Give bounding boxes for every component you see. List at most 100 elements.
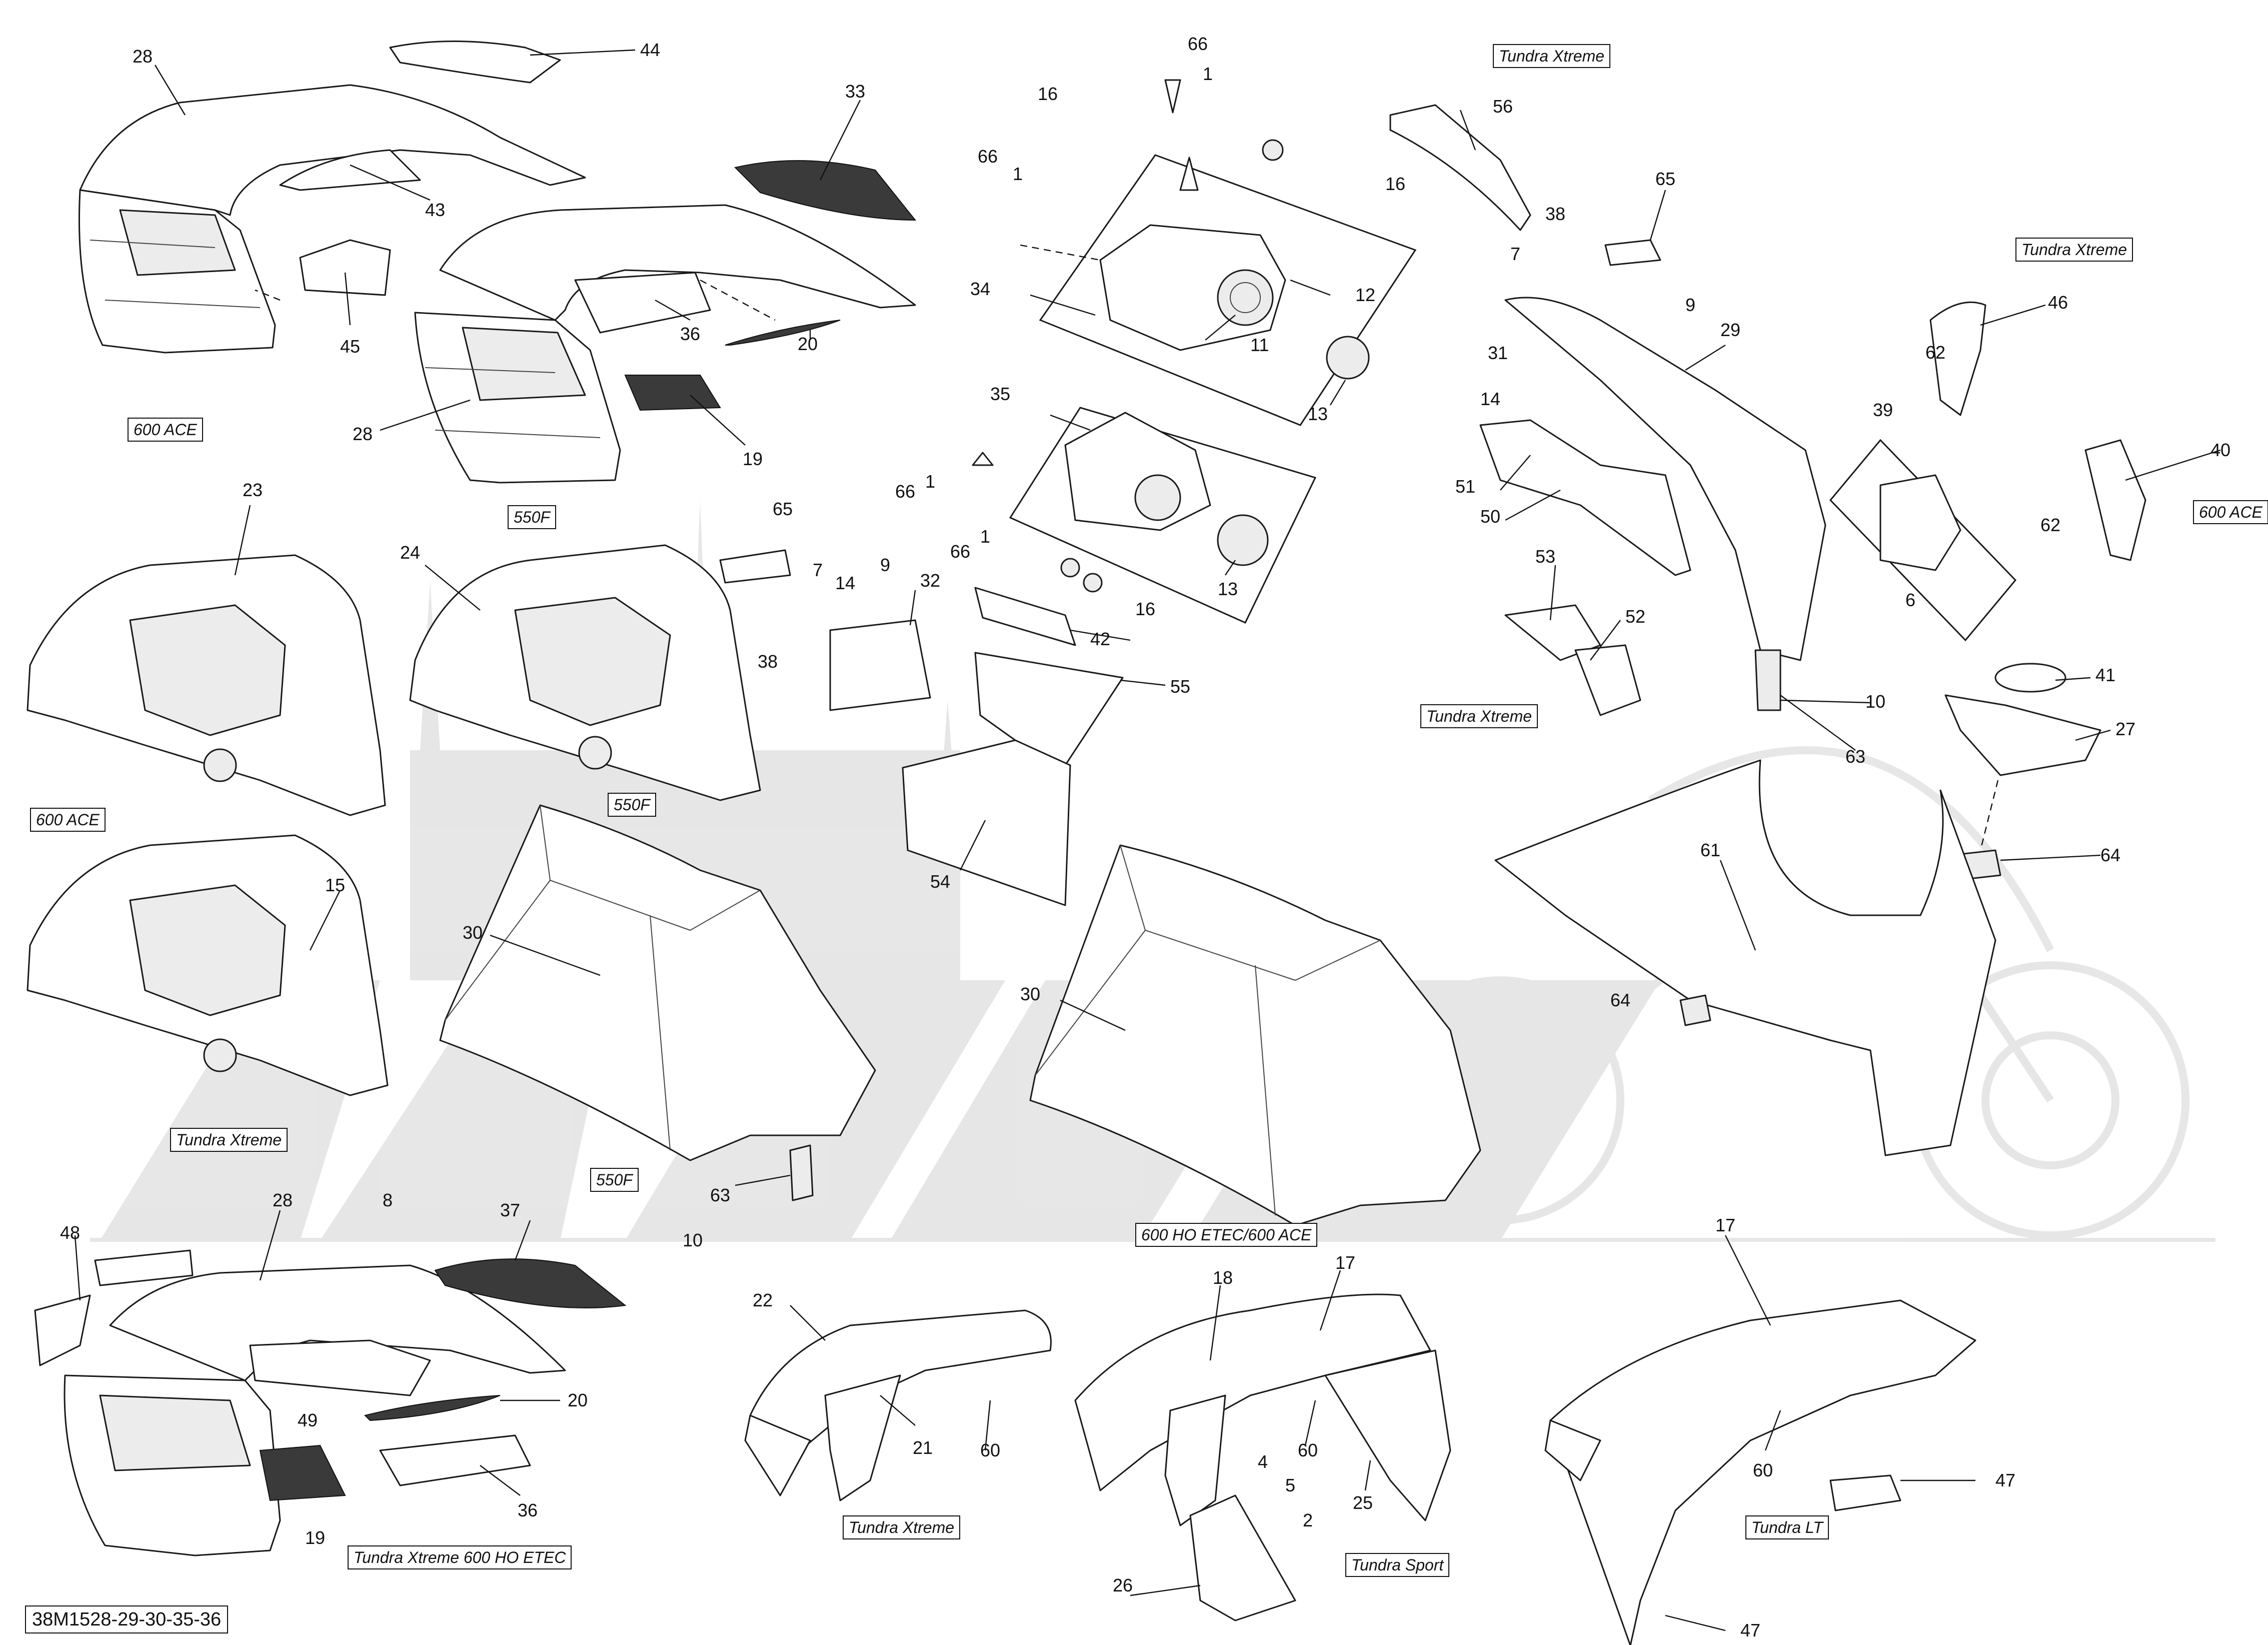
callout-22: 22 <box>753 1290 773 1310</box>
callout-1: 1 <box>1203 64 1213 84</box>
callout-62: 62 <box>1925 342 1945 363</box>
callout-60: 60 <box>980 1440 1000 1460</box>
model-label-tundra-xtreme-top: Tundra Xtreme <box>1493 44 1611 68</box>
callout-36: 36 <box>680 324 700 344</box>
callout-30: 30 <box>1020 984 1040 1004</box>
callout-14: 14 <box>1480 389 1500 409</box>
side-panel-lt <box>1544 1299 1976 1645</box>
part-44 <box>389 41 561 84</box>
model-label-tundra-xtreme-right: Tundra Xtreme <box>2015 238 2133 262</box>
callout-10: 10 <box>683 1230 703 1250</box>
part-19 <box>259 1444 346 1501</box>
callout-41: 41 <box>2095 665 2115 685</box>
callout-39: 39 <box>1873 400 1893 420</box>
part-65 <box>1604 239 1661 266</box>
part-36 <box>574 272 711 334</box>
part-50 <box>1479 419 1691 576</box>
part-20 <box>364 1395 501 1421</box>
callout-21: 21 <box>913 1437 933 1458</box>
callout-31: 31 <box>1488 343 1508 363</box>
part-54 <box>902 739 1071 906</box>
callout-1: 1 <box>1013 164 1023 184</box>
model-label-550f-hood: 550F <box>508 505 556 529</box>
part-56 <box>1389 104 1531 231</box>
model-label-550f-console: 550F <box>608 793 656 817</box>
model-label-600-ho-etec-windshield: 600 HO ETEC/600 ACE <box>1135 1223 1318 1247</box>
callout-66: 66 <box>978 146 998 167</box>
part-39 <box>1879 474 1961 571</box>
callout-66: 66 <box>895 481 915 502</box>
callout-60: 60 <box>1298 1440 1318 1460</box>
part-27 <box>1944 694 2101 776</box>
callout-17: 17 <box>1335 1252 1355 1273</box>
callout-65: 65 <box>773 499 793 519</box>
model-label-tundra-xtreme-side: Tundra Xtreme <box>843 1515 961 1539</box>
callout-36: 36 <box>518 1500 538 1520</box>
headlight-group-34 <box>1039 79 1417 426</box>
part-36 <box>379 1434 531 1486</box>
part-20 <box>725 320 841 346</box>
callout-13: 13 <box>1218 579 1238 599</box>
callout-10: 10 <box>1865 691 1885 712</box>
callout-32: 32 <box>920 570 940 591</box>
callout-64: 64 <box>2100 845 2120 865</box>
callout-20: 20 <box>568 1390 588 1410</box>
callout-37: 37 <box>500 1200 520 1220</box>
part-63 <box>1754 649 1781 711</box>
part-48 <box>94 1249 194 1286</box>
part-40 <box>2084 439 2146 561</box>
callout-4: 4 <box>1258 1451 1268 1472</box>
part-53 <box>1504 604 1601 661</box>
callout-38: 38 <box>758 651 778 672</box>
callout-60: 60 <box>1753 1460 1773 1480</box>
callout-56: 56 <box>1493 96 1513 117</box>
callout-24: 24 <box>400 542 420 563</box>
part-52 <box>1574 644 1641 716</box>
callout-54: 54 <box>930 871 950 892</box>
windshield-600 <box>1029 844 1481 1226</box>
callout-43: 43 <box>425 200 445 220</box>
model-label-tundra-xtreme-console-15: Tundra Xtreme <box>170 1128 288 1152</box>
callout-9: 9 <box>880 555 890 575</box>
callout-66: 66 <box>1188 34 1208 54</box>
callouts: 28 44 43 45 33 36 20 28 19 66 1 16 66 1 … <box>60 34 2230 1640</box>
callout-49: 49 <box>298 1410 318 1430</box>
callout-13: 13 <box>1308 404 1328 424</box>
callout-2: 2 <box>1303 1510 1313 1530</box>
callout-47: 47 <box>1995 1470 2015 1490</box>
model-label-550f-windshield: 550F <box>590 1168 639 1192</box>
callout-25: 25 <box>1353 1492 1373 1513</box>
part-64b <box>1679 994 1711 1026</box>
part-32 <box>829 619 931 711</box>
callout-26: 26 <box>1113 1575 1133 1595</box>
callout-8: 8 <box>383 1190 393 1210</box>
console-group-15 <box>27 834 389 1096</box>
callout-55: 55 <box>1170 676 1190 697</box>
part-49 <box>249 1339 431 1396</box>
callout-16: 16 <box>1038 84 1058 104</box>
console-group-23 <box>27 554 386 816</box>
part-37 <box>434 1258 627 1308</box>
callout-42: 42 <box>1090 629 1110 649</box>
part-45 <box>299 239 391 296</box>
callout-53: 53 <box>1535 546 1555 567</box>
callout-28: 28 <box>353 424 373 444</box>
callout-12: 12 <box>1355 285 1375 305</box>
headlight-group-35 <box>972 407 1317 624</box>
model-label-tundra-xtreme-600-ho-etec: Tundra Xtreme 600 HO ETEC <box>348 1545 572 1569</box>
model-label-600-ace-right: 600 ACE <box>2193 500 2268 524</box>
callout-62: 62 <box>2040 515 2060 535</box>
callout-48: 48 <box>60 1222 80 1243</box>
callout-6: 6 <box>1905 590 1915 610</box>
callout-28: 28 <box>133 46 153 67</box>
model-label-600-ace-console: 600 ACE <box>30 808 106 832</box>
callout-14: 14 <box>835 573 855 593</box>
part-41 <box>1994 663 2066 693</box>
right-console-group <box>1389 104 2146 1156</box>
callout-7: 7 <box>1510 244 1520 264</box>
hood-assembly-xtreme-600 <box>34 1249 627 1556</box>
callout-9: 9 <box>1685 295 1695 315</box>
callout-46: 46 <box>2048 292 2068 313</box>
